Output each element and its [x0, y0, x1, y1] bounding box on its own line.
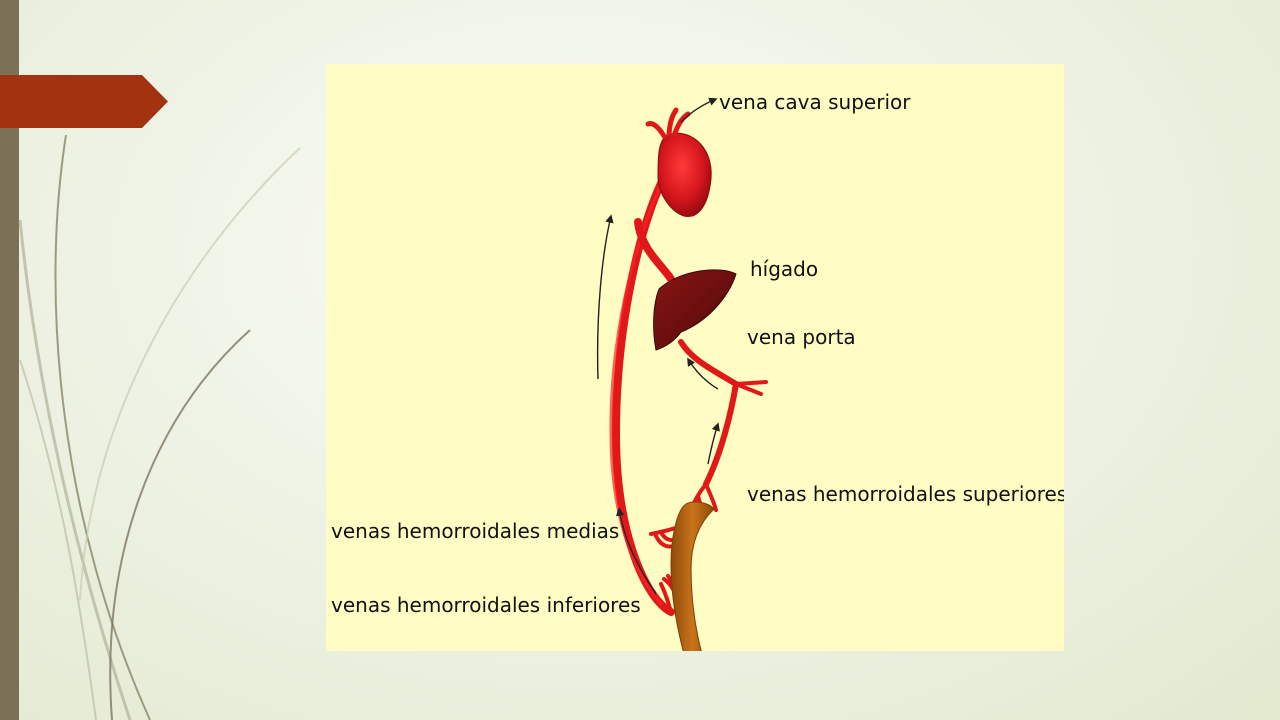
label-venas-hemorroidales-superiores: venas hemorroidales superiores [747, 482, 1064, 506]
heart-shape [657, 132, 712, 217]
rectum-shape [670, 501, 715, 651]
hepatic-vein [634, 218, 675, 283]
portal-vein-branch [734, 380, 768, 396]
decorative-swooshes [18, 134, 301, 720]
flow-arrow-porta [687, 357, 719, 390]
left-decor-bar [0, 0, 19, 720]
vena-cava-vessel-inner [609, 182, 663, 606]
great-vessels [645, 107, 691, 139]
label-venas-hemorroidales-inferiores: venas hemorroidales inferiores [331, 593, 641, 617]
liver-shape [653, 269, 737, 351]
label-venas-hemorroidales-medias: venas hemorroidales medias [331, 519, 620, 543]
flow-arrow-left [596, 214, 614, 380]
label-vena-cava-superior: vena cava superior [719, 90, 911, 114]
flow-arrow-cava [680, 97, 718, 123]
flow-arrow-superior [707, 422, 720, 465]
diagram-panel: vena cava superior hígado vena porta ven… [326, 64, 1064, 651]
flow-arrow-inferior [615, 507, 657, 595]
accent-tab [0, 75, 168, 128]
venous-diagram [596, 97, 768, 651]
label-higado: hígado [750, 257, 819, 281]
label-vena-porta: vena porta [747, 325, 856, 349]
